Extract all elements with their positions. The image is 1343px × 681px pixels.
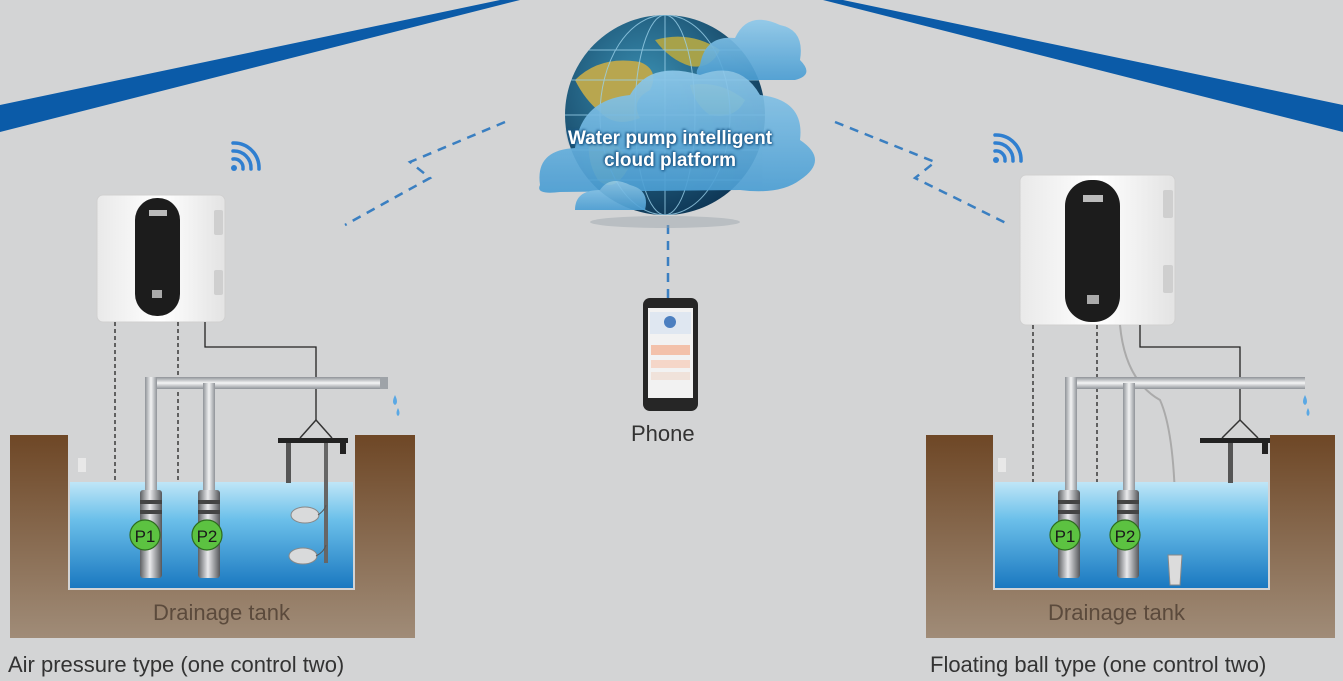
float-ball-icon (278, 419, 348, 565)
pump-badge-right-p2: P2 (1109, 519, 1141, 551)
cloud-icon (539, 19, 815, 210)
cloud-title-line1: Water pump intelligent (567, 128, 773, 149)
wifi-icon (231, 141, 261, 171)
float-ball-icon (1167, 419, 1270, 586)
wireless-links (344, 120, 1011, 300)
left-caption: Air pressure type (one control two) (8, 652, 345, 677)
right-caption: Floating ball type (one control two) (930, 652, 1267, 677)
pump-badge-left-p2: P2 (191, 519, 223, 551)
pump-label: P1 (135, 527, 156, 546)
wifi-icon (993, 133, 1023, 163)
phone-label: Phone (631, 421, 695, 446)
pump-label: P2 (1115, 527, 1136, 546)
right-tank-label: Drainage tank (1048, 600, 1185, 625)
pump-label: P1 (1055, 527, 1076, 546)
roof (0, 0, 1343, 132)
pump-label: P2 (197, 527, 218, 546)
pump-badge-right-p1: P1 (1049, 519, 1081, 551)
right-system (926, 133, 1335, 638)
cloud-platform-title: Water pump intelligent cloud platform (520, 128, 820, 172)
pump-badge-left-p1: P1 (129, 519, 161, 551)
phone-icon (643, 298, 698, 411)
cloud-title-line2: cloud platform (604, 150, 736, 171)
left-tank-label: Drainage tank (153, 600, 290, 625)
controller-icon (1019, 174, 1176, 326)
controller-icon (96, 194, 226, 323)
left-system (10, 141, 415, 638)
